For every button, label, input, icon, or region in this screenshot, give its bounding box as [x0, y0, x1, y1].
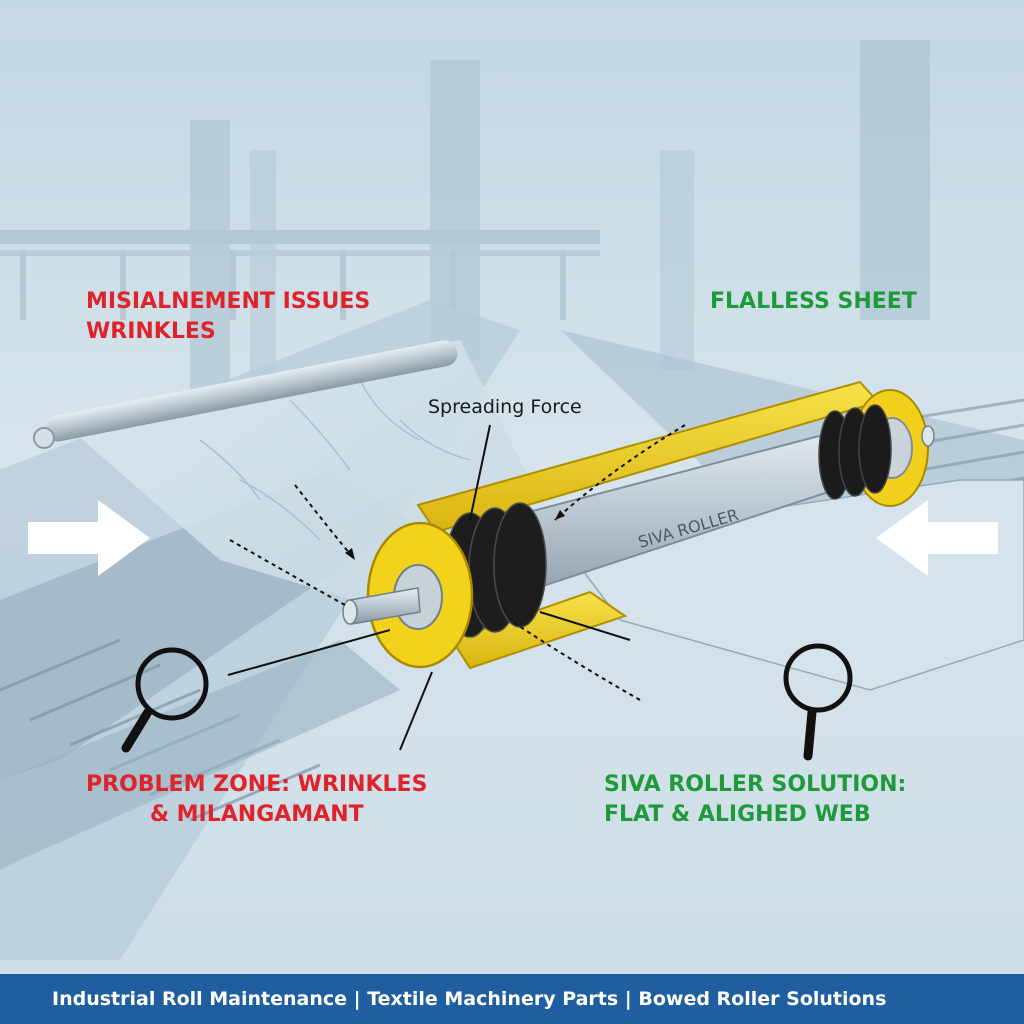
arrow-left-icon — [876, 500, 998, 576]
magnifier-icon — [783, 643, 853, 761]
arrow-right-icon — [28, 500, 150, 576]
siva-roller: SIVA ROLLER — [342, 380, 935, 670]
solution-label: SIVA ROLLER SOLUTION: FLAT & ALIGHED WEB — [604, 772, 907, 827]
footer-text: Industrial Roll Maintenance | Textile Ma… — [52, 988, 887, 1010]
spreading-force-label: Spreading Force — [428, 396, 582, 418]
problem-zone-label: PROBLEM ZONE: WRINKLES & MILANGAMANT — [86, 772, 428, 827]
flawless-label: FLALLESS SHEET — [710, 289, 917, 314]
magnifier-icon — [121, 647, 209, 753]
lower-frame-bar — [450, 590, 628, 670]
footer-banner: Industrial Roll Maintenance | Textile Ma… — [0, 974, 1024, 1024]
misalignment-label: MISIALNEMENT ISSUES WRINKLES — [86, 289, 371, 344]
force-arrows — [229, 424, 686, 701]
pointer-lines — [227, 424, 631, 751]
feed-roller — [44, 340, 458, 442]
factory-backdrop — [0, 0, 1024, 400]
